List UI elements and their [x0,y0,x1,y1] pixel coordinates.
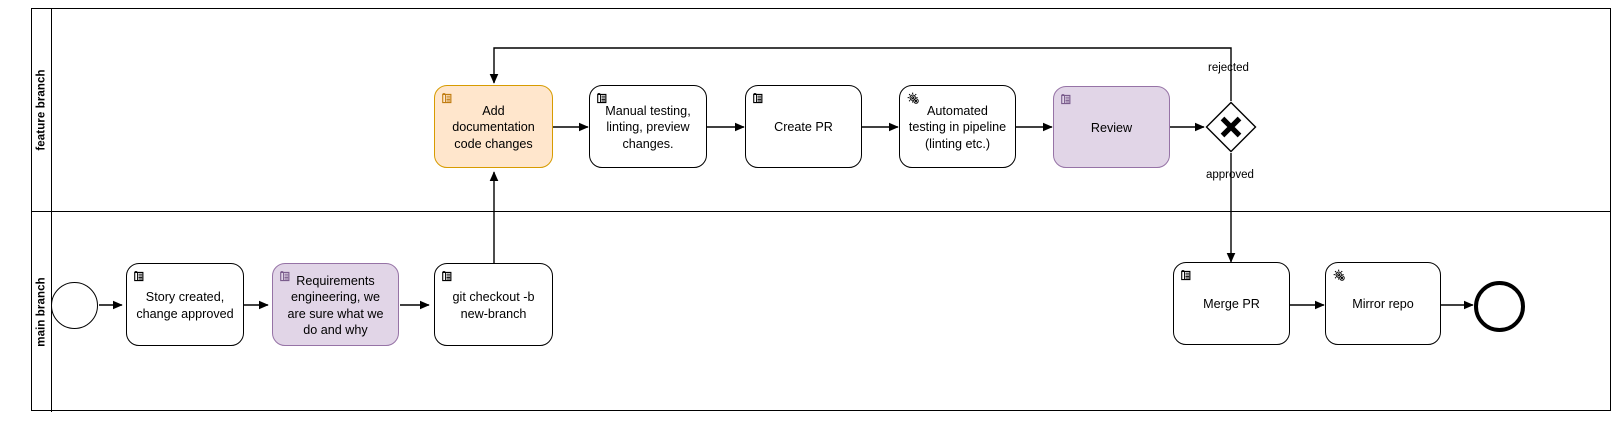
lane-main-branch-text: main branch [35,277,48,347]
service-task-gear-icon [1333,269,1345,281]
task-git-checkout-label: git checkout -b new-branch [452,290,535,321]
manual-task-icon [753,92,763,104]
task-manual-testing[interactable]: Manual testing, linting, preview changes… [589,85,707,168]
task-story-created-label: Story created, change approved [136,290,234,321]
task-automated-testing-label: Automated testing in pipeline (linting e… [908,103,1007,151]
task-create-pr-label: Create PR [774,120,833,135]
task-create-pr[interactable]: Create PR [745,85,862,168]
task-mirror-repo[interactable]: Mirror repo [1325,262,1441,345]
task-merge-pr[interactable]: Merge PR [1173,262,1290,345]
lane-label-main-branch: main branch [32,212,52,412]
manual-task-icon [134,270,144,282]
manual-task-icon [1061,93,1071,105]
lane-feature-branch: feature branch [32,9,1610,212]
task-manual-testing-label: Manual testing, linting, preview changes… [605,103,691,151]
start-event[interactable] [51,282,98,329]
exclusive-gateway[interactable] [1205,101,1257,153]
flow-label-approved: approved [1206,169,1254,181]
flow-label-rejected: rejected [1208,62,1249,74]
task-requirements-engineering[interactable]: Requirements engineering, we are sure wh… [272,263,399,346]
task-requirements-engineering-label: Requirements engineering, we are sure wh… [287,273,384,338]
task-add-documentation[interactable]: Add documentation code changes [434,85,553,168]
task-review-label: Review [1090,120,1133,135]
task-mirror-repo-label: Mirror repo [1352,297,1414,312]
lane-feature-branch-text: feature branch [35,69,48,151]
manual-task-icon [1181,269,1191,281]
end-event[interactable] [1474,281,1525,332]
task-story-created[interactable]: Story created, change approved [126,263,244,346]
manual-task-icon [442,270,452,282]
exclusive-gateway-x-icon [1205,101,1257,153]
process-pool: feature branch main branch [31,8,1611,412]
task-merge-pr-label: Merge PR [1203,297,1260,312]
task-automated-testing[interactable]: Automated testing in pipeline (linting e… [899,85,1016,168]
task-add-documentation-label: Add documentation code changes [452,103,535,151]
task-git-checkout[interactable]: git checkout -b new-branch [434,263,553,346]
task-review[interactable]: Review [1053,86,1170,168]
lane-label-feature-branch: feature branch [32,9,52,211]
